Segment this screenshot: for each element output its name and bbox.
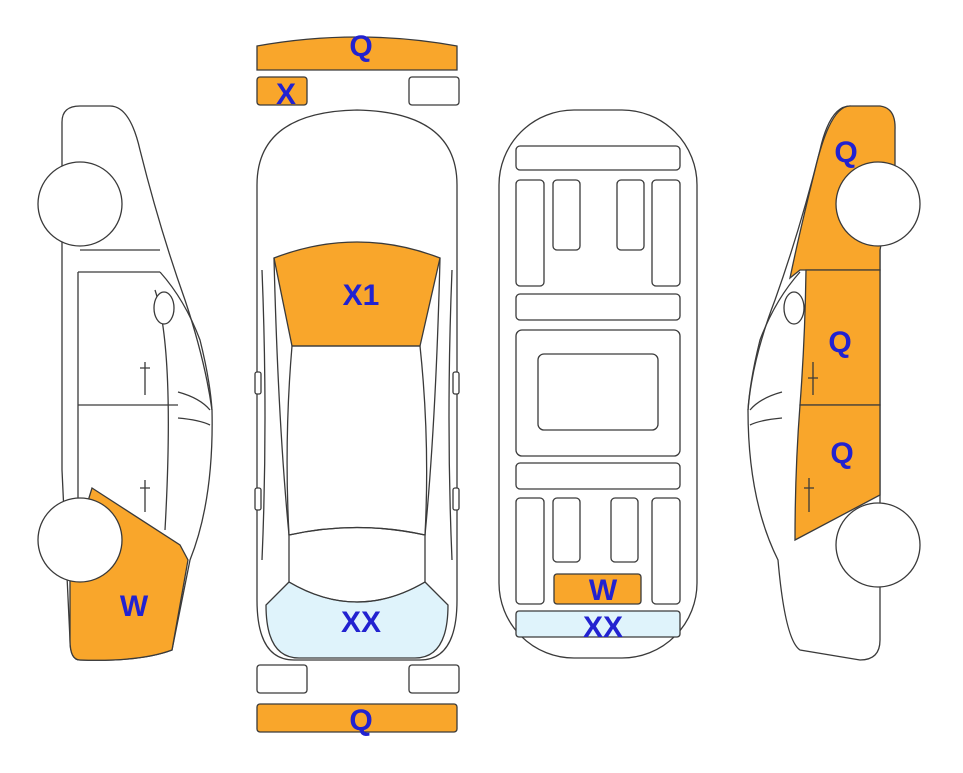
underbody-rear-strip[interactable]	[515, 610, 681, 638]
top-view: X1 XX Q X Q	[254, 30, 460, 737]
left-side-view: W	[37, 105, 213, 661]
right-front-fender-label: Q	[834, 136, 857, 169]
front-left-headlight-label: X	[276, 78, 296, 111]
left-rear-wheel[interactable]	[37, 497, 123, 583]
underbody-rear-panel-label: W	[589, 574, 618, 607]
hood-panel[interactable]	[273, 241, 441, 347]
right-rear-wheel[interactable]	[835, 502, 921, 588]
underbody-outline	[498, 109, 698, 659]
front-bumper-label: Q	[349, 30, 372, 63]
underbody-rear-panel[interactable]	[553, 573, 642, 605]
rear-bumper-panel[interactable]	[256, 703, 458, 733]
underbody-view: W XX	[498, 109, 698, 659]
rear-right-light[interactable]	[408, 664, 460, 694]
right-rear-door-panel[interactable]	[794, 404, 881, 542]
left-rear-quarter-label: W	[120, 590, 149, 623]
right-front-door-label: Q	[828, 326, 851, 359]
right-front-wheel[interactable]	[835, 161, 921, 247]
front-left-headlight[interactable]	[256, 76, 308, 106]
hood-label: X1	[343, 279, 380, 312]
top-body-outline	[256, 109, 458, 661]
rear-bumper-label: Q	[349, 704, 372, 737]
right-rear-door-label: Q	[830, 437, 853, 470]
left-front-wheel[interactable]	[37, 161, 123, 247]
rear-window-label: XX	[341, 606, 381, 639]
rear-left-light[interactable]	[256, 664, 308, 694]
front-bumper-panel[interactable]	[256, 36, 458, 71]
right-side-view: Q Q Q	[747, 105, 921, 661]
front-right-headlight[interactable]	[408, 76, 460, 106]
underbody-rear-strip-label: XX	[583, 611, 623, 644]
